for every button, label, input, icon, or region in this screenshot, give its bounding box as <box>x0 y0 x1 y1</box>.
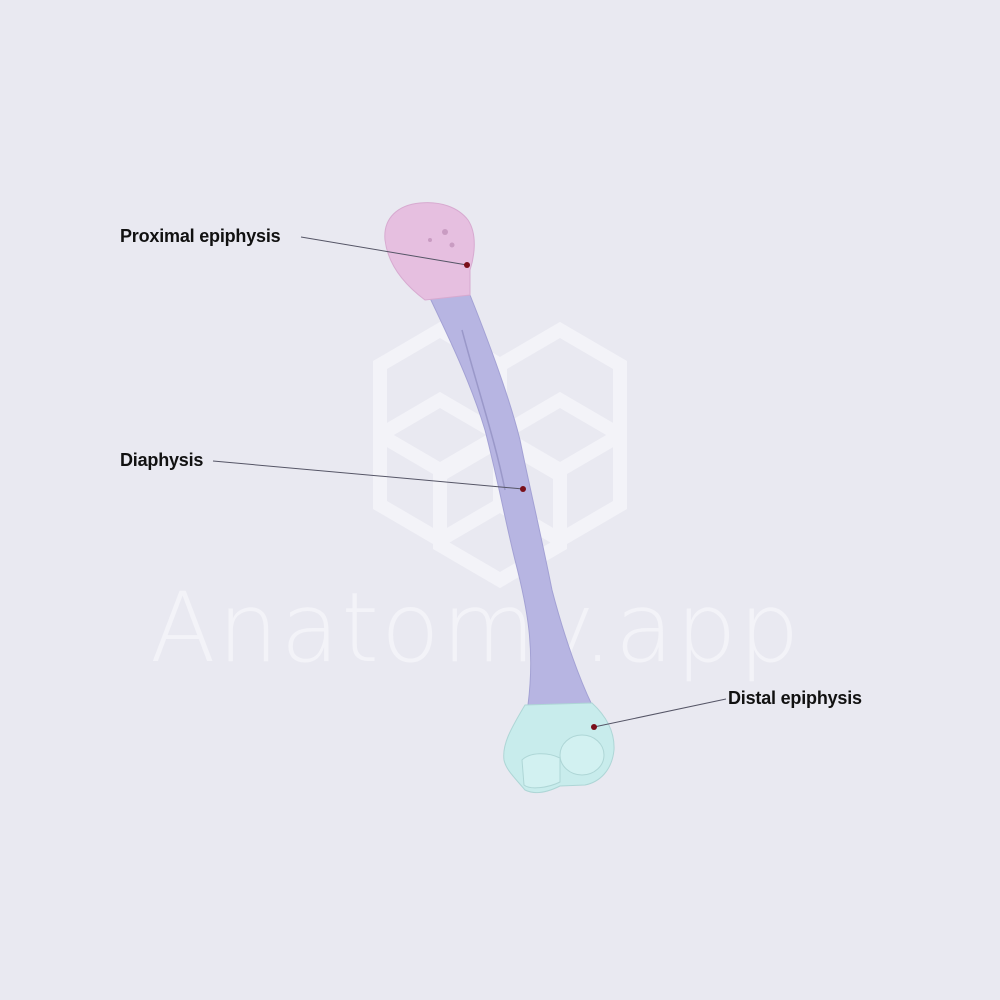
marker-proximal <box>464 262 470 268</box>
label-diaphysis: Diaphysis <box>120 450 204 470</box>
leader-line-distal <box>593 698 727 728</box>
leader-line-diaphysis <box>212 460 524 490</box>
label-proximal-epiphysis: Proximal epiphysis <box>120 226 281 246</box>
proximal-epiphysis-region <box>384 202 475 301</box>
watermark-text: Anatomy.app <box>150 572 802 684</box>
marker-distal <box>591 724 597 730</box>
leader-line-proximal <box>300 236 468 266</box>
marker-diaphysis <box>520 486 526 492</box>
label-distal-epiphysis: Distal epiphysis <box>728 688 862 708</box>
